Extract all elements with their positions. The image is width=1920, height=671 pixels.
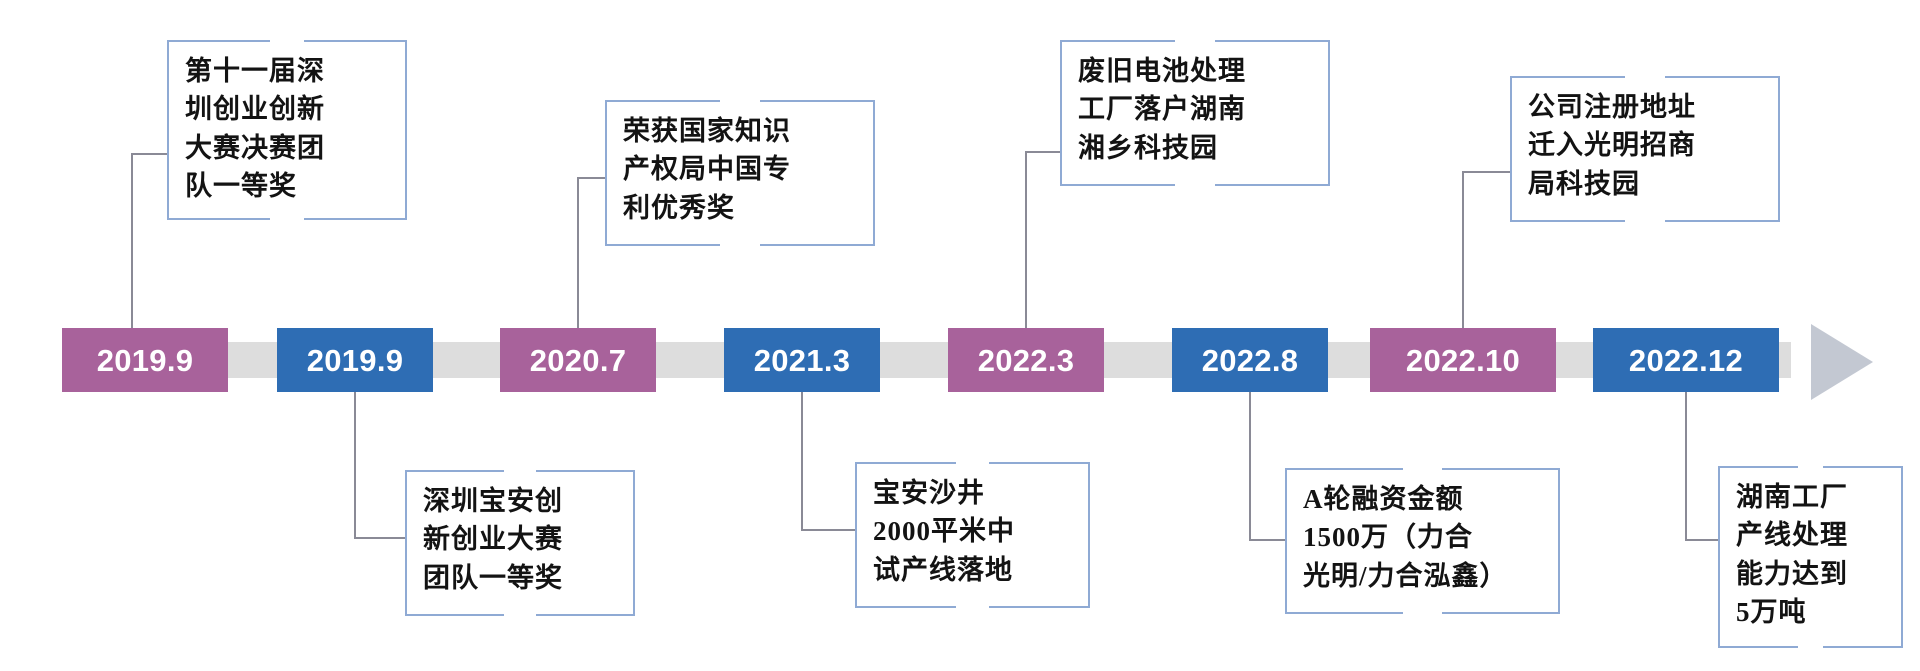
note-text: 第十一届深 圳创业创新 大赛决赛团 队一等奖 (185, 56, 325, 201)
note-card-n2[interactable]: 荣获国家知识 产权局中国专 利优秀奖 (605, 100, 875, 246)
note-text: A轮融资金额 1500万（力合 光明/力合泓鑫） (1303, 484, 1508, 591)
connector-n8 (1685, 392, 1718, 541)
bracket-corner-bottom-right (760, 164, 875, 246)
connector-n4 (1462, 171, 1510, 328)
milestone-date-label: 2019.9 (96, 342, 194, 378)
milestone-date-label: 2022.12 (1628, 342, 1744, 378)
note-text: 荣获国家知识 产权局中国专 利优秀奖 (623, 116, 791, 223)
bracket-corner-top-right (1215, 40, 1330, 122)
bracket-corner-bottom-left (1718, 546, 1798, 648)
bracket-corner-top-left (605, 100, 720, 182)
milestone-date-label: 2020.7 (529, 342, 627, 378)
bracket-corner-bottom-right (1823, 546, 1903, 648)
milestone-date-label: 2019.9 (306, 342, 404, 378)
bracket-corner-bottom-right (1215, 104, 1330, 186)
milestone-chip-2022-3[interactable]: 2022.3 (948, 328, 1104, 392)
bracket-corner-top-left (167, 40, 270, 141)
milestone-date-label: 2022.3 (977, 342, 1075, 378)
note-card-n6[interactable]: 宝安沙井 2000平米中 试产线落地 (855, 462, 1090, 608)
connector-n6 (801, 392, 855, 531)
bracket-corner-bottom-right (536, 534, 635, 616)
bracket-corner-bottom-left (1060, 104, 1175, 186)
connector-n3 (1025, 151, 1060, 328)
milestone-chip-2019-9[interactable]: 2019.9 (62, 328, 228, 392)
connector-n7 (1249, 392, 1285, 541)
bracket-corner-top-left (1718, 466, 1798, 568)
milestone-chip-2019-9[interactable]: 2019.9 (277, 328, 433, 392)
note-card-n4[interactable]: 公司注册地址 迁入光明招商 局科技园 (1510, 76, 1780, 222)
bracket-corner-bottom-left (605, 164, 720, 246)
bracket-corner-top-left (405, 470, 504, 552)
bracket-corner-bottom-left (855, 526, 956, 608)
milestone-chip-2022-12[interactable]: 2022.12 (1593, 328, 1779, 392)
bracket-corner-bottom-right (989, 526, 1090, 608)
bracket-corner-bottom-left (1285, 532, 1403, 614)
bracket-corner-top-left (1060, 40, 1175, 122)
milestone-date-label: 2021.3 (753, 342, 851, 378)
bracket-corner-top-right (536, 470, 635, 552)
bracket-corner-top-right (304, 40, 407, 141)
note-card-n8[interactable]: 湖南工厂 产线处理 能力达到 5万吨 (1718, 466, 1903, 648)
bracket-corner-bottom-left (405, 534, 504, 616)
connector-n1 (131, 153, 167, 328)
bracket-corner-top-right (989, 462, 1090, 544)
connector-n2 (577, 177, 605, 328)
bracket-corner-bottom-right (1665, 140, 1780, 222)
bracket-corner-top-left (855, 462, 956, 544)
note-card-n3[interactable]: 废旧电池处理 工厂落户湖南 湘乡科技园 (1060, 40, 1330, 186)
note-text: 湖南工厂 产线处理 能力达到 5万吨 (1736, 482, 1848, 627)
note-card-n5[interactable]: 深圳宝安创 新创业大赛 团队一等奖 (405, 470, 635, 616)
note-text: 废旧电池处理 工厂落户湖南 湘乡科技园 (1078, 56, 1246, 163)
milestone-date-label: 2022.8 (1201, 342, 1299, 378)
note-card-n1[interactable]: 第十一届深 圳创业创新 大赛决赛团 队一等奖 (167, 40, 407, 220)
note-card-n7[interactable]: A轮融资金额 1500万（力合 光明/力合泓鑫） (1285, 468, 1560, 614)
milestone-date-label: 2022.10 (1405, 342, 1521, 378)
bracket-corner-bottom-right (304, 119, 407, 220)
bracket-corner-top-left (1285, 468, 1403, 550)
bracket-corner-top-right (760, 100, 875, 182)
bracket-corner-top-right (1823, 466, 1903, 568)
note-text: 公司注册地址 迁入光明招商 局科技园 (1528, 92, 1696, 199)
bracket-corner-bottom-right (1442, 532, 1560, 614)
bracket-corner-bottom-left (1510, 140, 1625, 222)
bracket-corner-top-left (1510, 76, 1625, 158)
note-text: 宝安沙井 2000平米中 试产线落地 (873, 478, 1015, 585)
milestone-chip-2022-8[interactable]: 2022.8 (1172, 328, 1328, 392)
bracket-corner-top-right (1665, 76, 1780, 158)
connector-n5 (354, 392, 405, 539)
milestone-chip-2021-3[interactable]: 2021.3 (724, 328, 880, 392)
milestone-chip-2022-10[interactable]: 2022.10 (1370, 328, 1556, 392)
milestone-chip-2020-7[interactable]: 2020.7 (500, 328, 656, 392)
note-text: 深圳宝安创 新创业大赛 团队一等奖 (423, 486, 563, 593)
right-arrow-icon (1811, 324, 1873, 400)
bracket-corner-bottom-left (167, 119, 270, 220)
bracket-corner-top-right (1442, 468, 1560, 550)
